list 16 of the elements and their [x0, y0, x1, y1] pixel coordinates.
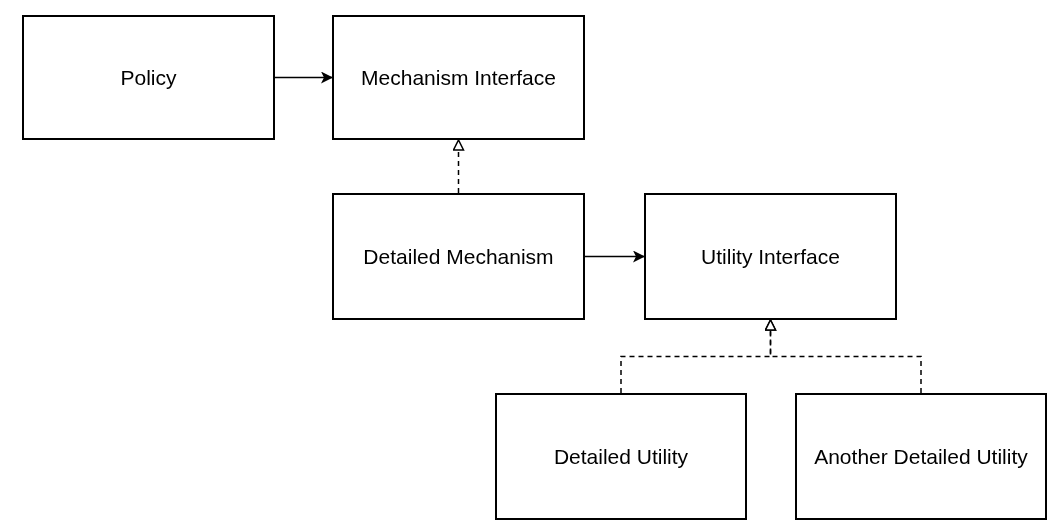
box-label: Utility Interface [701, 243, 840, 270]
box-label: Detailed Mechanism [363, 243, 554, 270]
process-box [495, 393, 747, 520]
arrow [584, 250, 645, 263]
process-box [644, 193, 897, 320]
box-label: Detailed Utility [553, 443, 689, 470]
box-label: Mechanism Interface [361, 64, 556, 91]
box-label: Policy [120, 64, 177, 91]
process-box [22, 15, 275, 140]
arrow [452, 139, 465, 194]
process-box [332, 15, 585, 140]
arrow [764, 319, 922, 394]
arrow [274, 71, 333, 84]
process-box [795, 393, 1047, 520]
box-label: Another Detailed Utility [814, 443, 1028, 470]
process-box [332, 193, 585, 320]
